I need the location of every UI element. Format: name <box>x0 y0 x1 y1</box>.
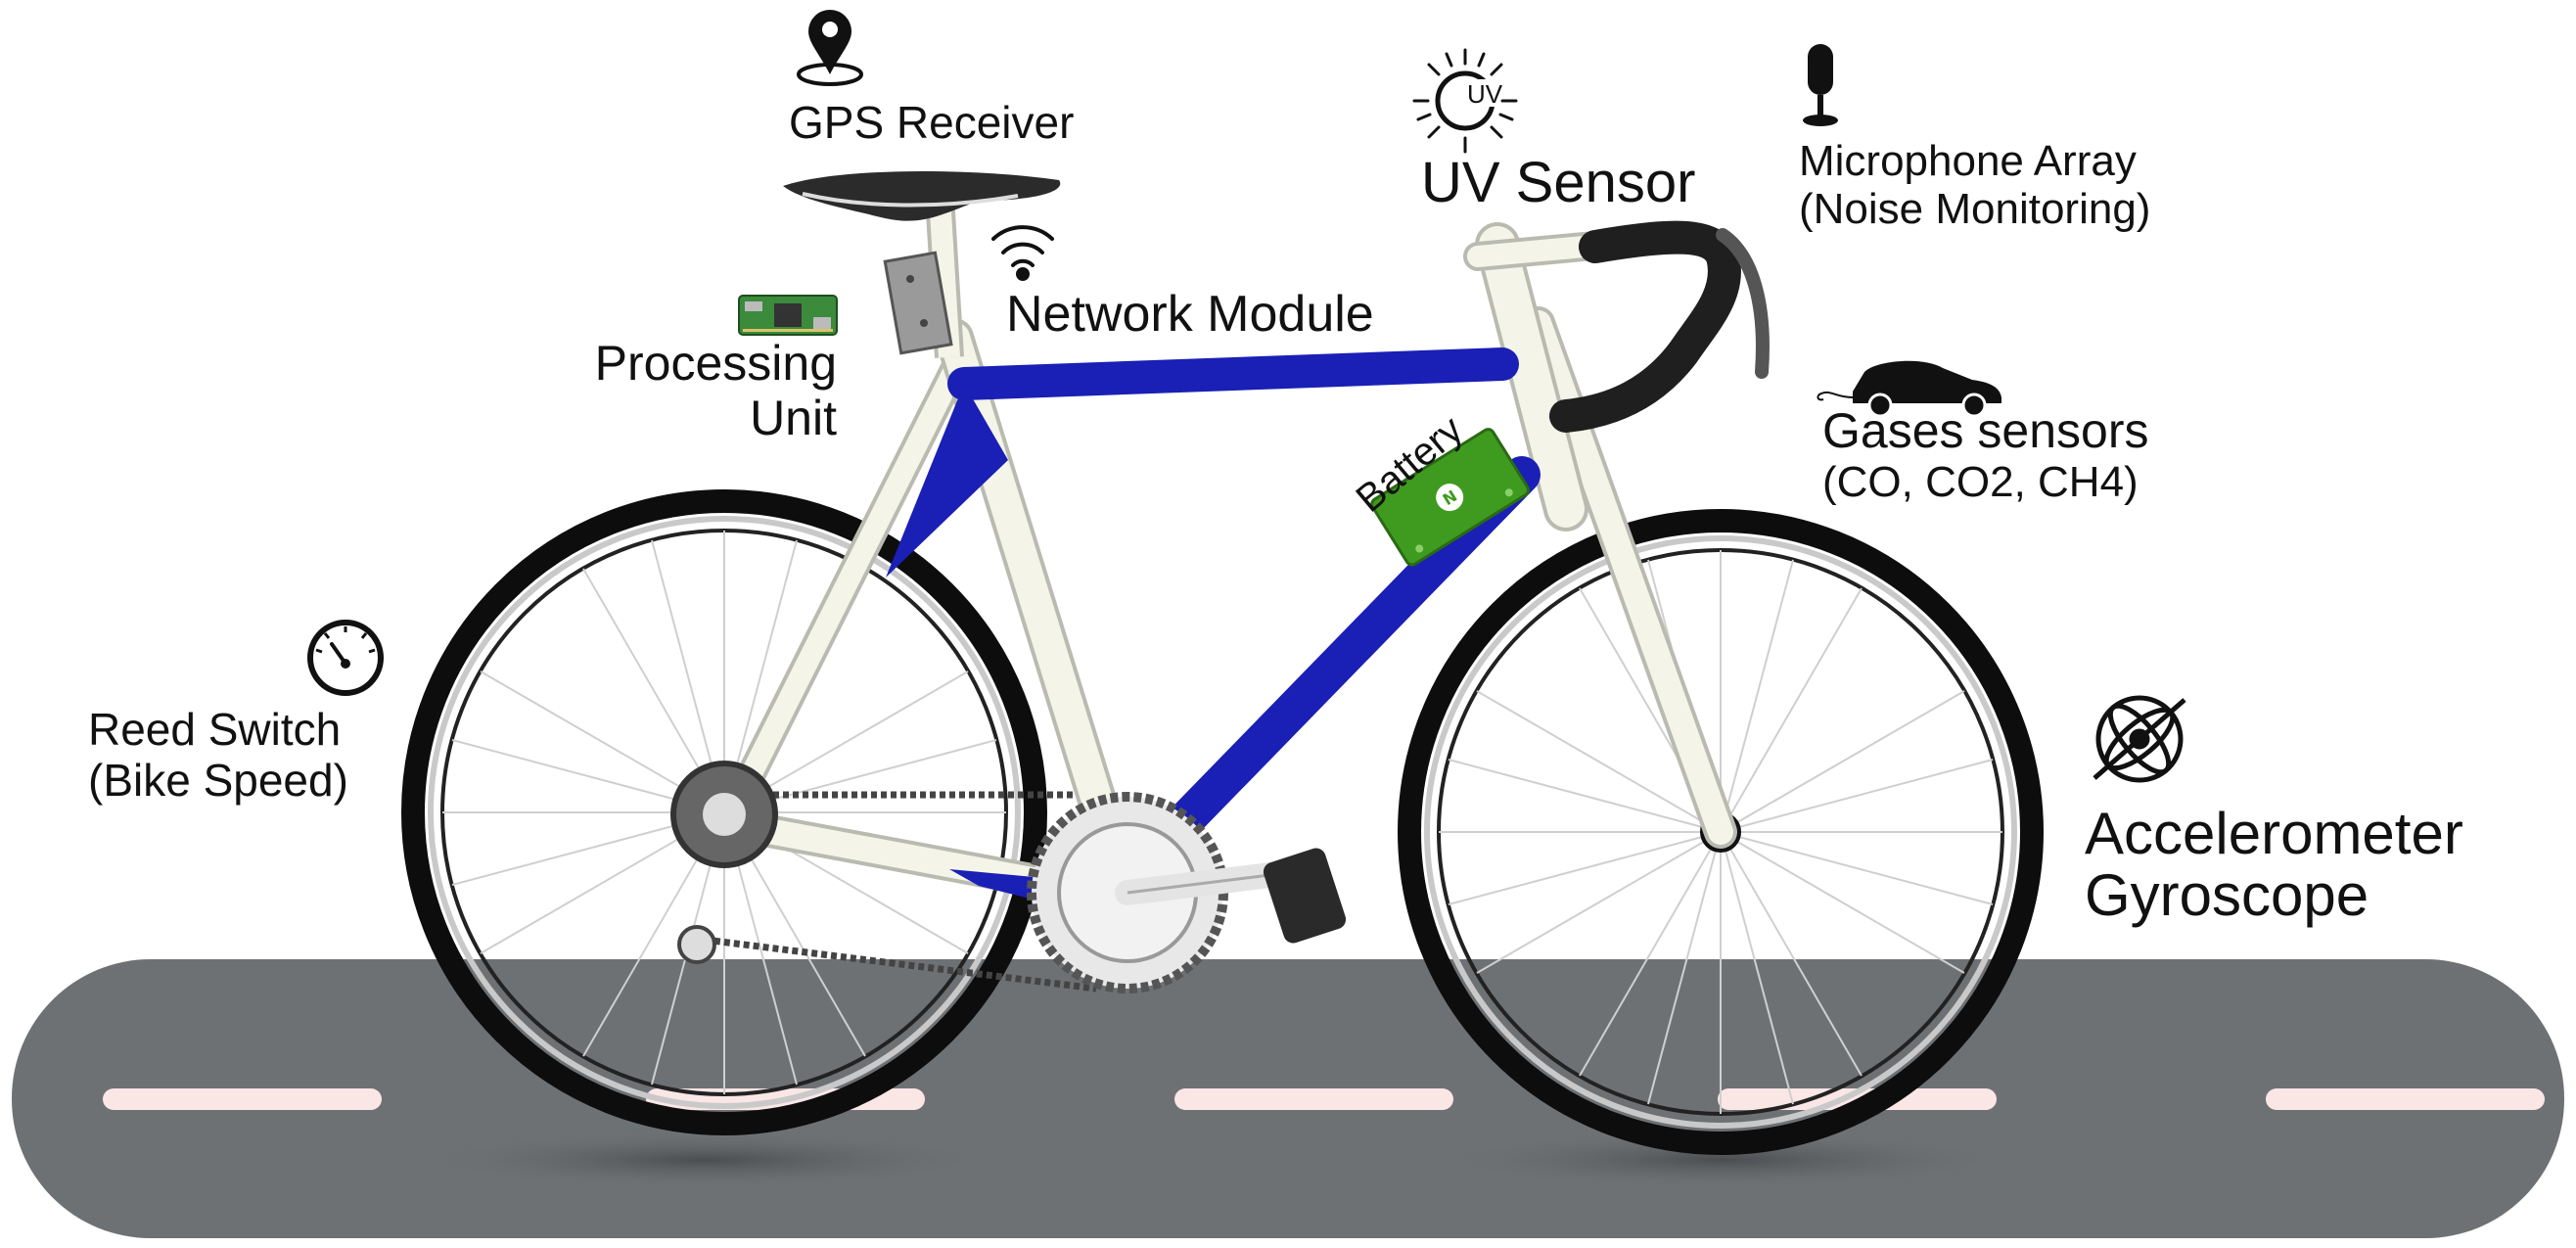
reed-switch-label: Reed Switch (Bike Speed) <box>88 704 348 806</box>
battery: N <box>1370 428 1530 567</box>
gps-receiver-label: GPS Receiver <box>789 97 1075 148</box>
processing-unit-label: Processing Unit <box>548 336 837 445</box>
uv-sensor-label: UV Sensor <box>1421 151 1696 214</box>
processing-unit-box <box>883 251 953 355</box>
gases-sensors-line1: Gases sensors <box>1822 403 2149 458</box>
chain <box>704 791 1097 993</box>
speedometer-icon <box>307 620 384 696</box>
microphone-array-label: Microphone Array (Noise Monitoring) <box>1799 137 2150 234</box>
handlebar <box>1549 220 1770 433</box>
reed-switch-line1: Reed Switch <box>88 704 342 755</box>
accelerometer-gyroscope-label: Accelerometer Gyroscope <box>2085 803 2463 926</box>
processing-unit-line2: Unit <box>750 391 837 445</box>
gases-sensors-line2: (CO, CO2, CH4) <box>1822 458 2139 506</box>
wifi-icon <box>991 225 1054 281</box>
network-module-label: Network Module <box>1006 286 1374 343</box>
microphone-icon <box>1803 44 1838 126</box>
microphone-array-line1: Microphone Array <box>1799 137 2137 185</box>
rear-cassette <box>670 761 778 964</box>
gyroscope-icon <box>2093 695 2186 783</box>
uv-icon-text: UV <box>1467 79 1503 109</box>
car-icon <box>1817 360 2001 418</box>
chainring <box>1027 792 1347 994</box>
accelerometer-line: Accelerometer <box>2085 801 2463 866</box>
sun-icon: UV <box>1412 48 1518 154</box>
bike-frame <box>715 222 1737 912</box>
front-wheel <box>1398 509 2044 1155</box>
gases-sensors-label: Gases sensors (CO, CO2, CH4) <box>1822 403 2148 506</box>
circuit-board-icon <box>738 295 838 336</box>
microphone-array-line2: (Noise Monitoring) <box>1799 185 2151 234</box>
map-pin-icon <box>797 10 863 86</box>
processing-unit-line1: Processing <box>594 336 837 391</box>
reed-switch-line2: (Bike Speed) <box>88 754 348 806</box>
gyroscope-line: Gyroscope <box>2085 862 2369 928</box>
